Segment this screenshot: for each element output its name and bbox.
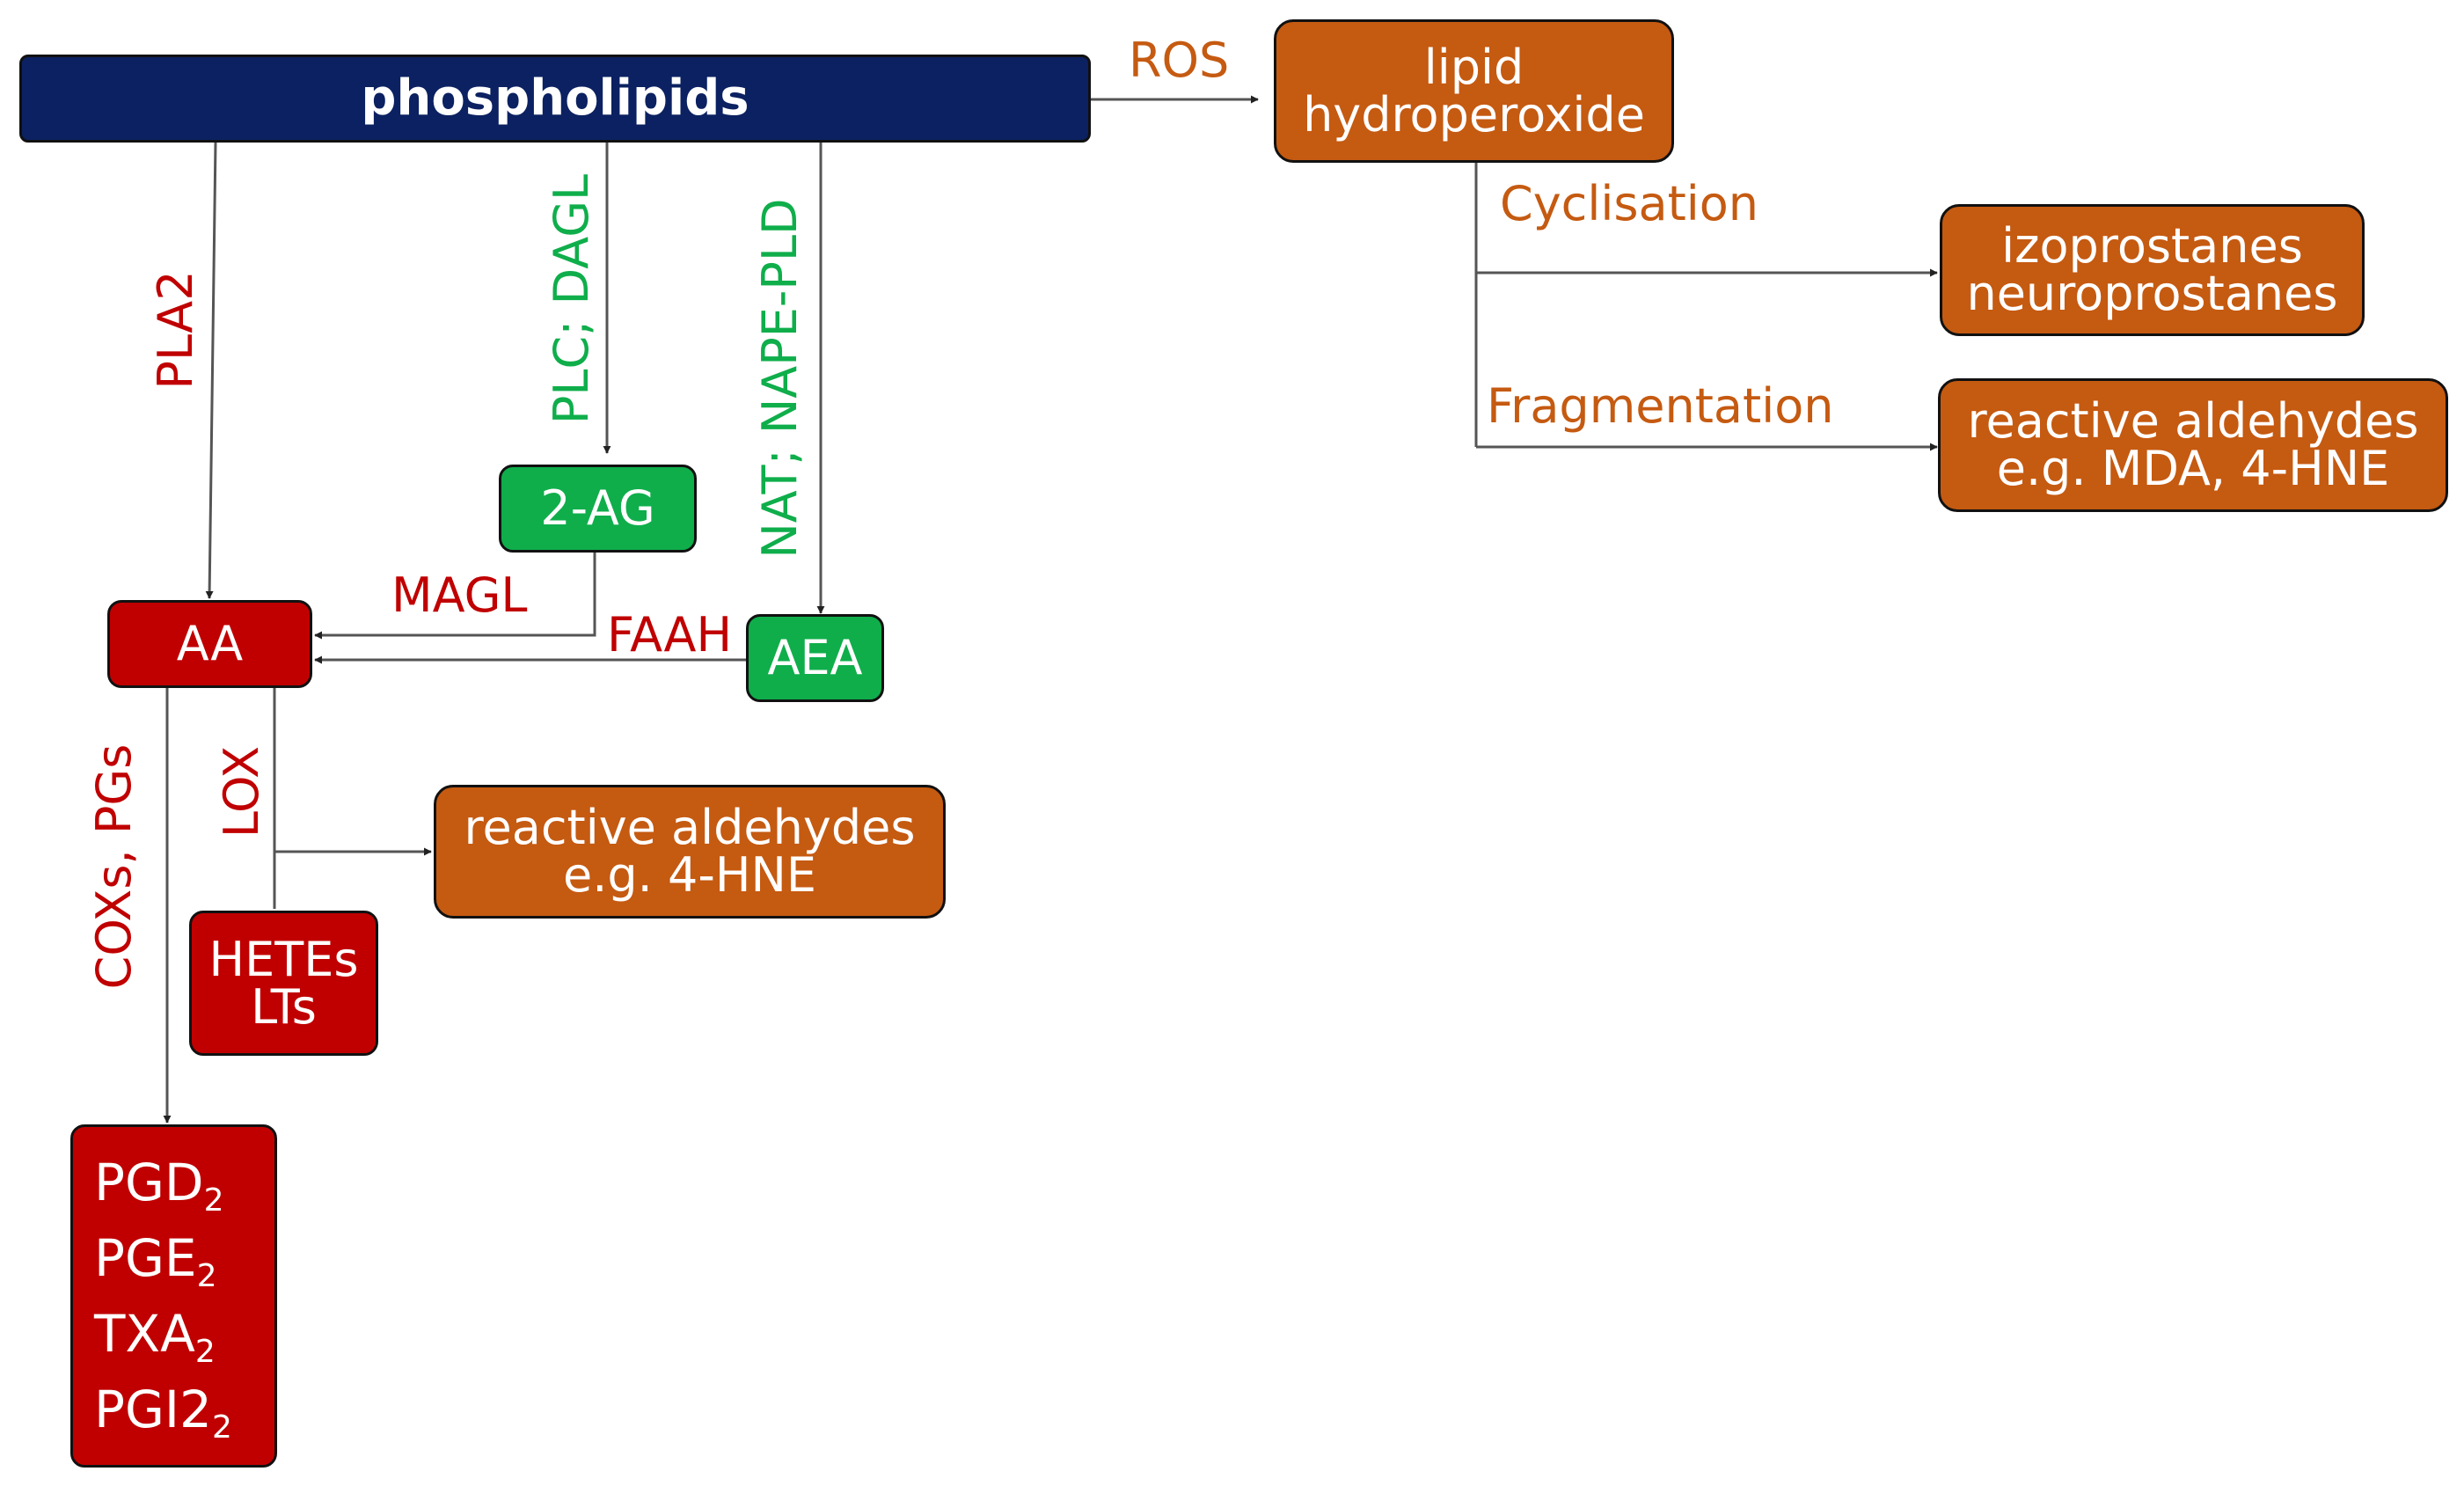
node-lipid-hydroperoxide: lipid hydroperoxide [1274, 19, 1674, 163]
label-ros: ROS [1129, 33, 1230, 88]
node-reactive-aldehydes-hne: reactive aldehydes e.g. 4-HNE [434, 785, 946, 919]
node-izoprostanes: izoprostanes neuroprostanes [1940, 204, 2365, 336]
label-magl: MAGL [391, 567, 528, 623]
prostanoid-pge2-sub: 2 [196, 1258, 217, 1294]
node-reactive-aldehydes-mda-line1: reactive aldehydes [1967, 393, 2419, 449]
node-izoprostanes-line2: neuroprostanes [1966, 266, 2338, 321]
node-reactive-aldehydes-hne-line2: e.g. 4-HNE [563, 847, 816, 903]
prostanoid-pgd2-base: PGD [94, 1153, 204, 1212]
node-izoprostanes-line1: izoprostanes [2001, 218, 2303, 274]
prostanoid-txa2: TXA2 [94, 1308, 216, 1368]
prostanoid-pge2: PGE2 [94, 1233, 216, 1292]
node-lipid-hydroperoxide-line2: hydroperoxide [1303, 86, 1645, 143]
node-hetes-lts-line1: HETEs [208, 931, 359, 987]
node-aa-label: AA [176, 616, 244, 671]
label-cyclisation: Cyclisation [1500, 176, 1759, 231]
prostanoid-pge2-base: PGE [94, 1228, 197, 1288]
label-fragmentation: Fragmentation [1487, 378, 1834, 434]
node-2-ag: 2-AG [499, 465, 697, 553]
node-2-ag-label: 2-AG [540, 480, 655, 536]
node-aea: AEA [746, 614, 884, 702]
label-pla2: PLA2 [148, 270, 203, 390]
prostanoid-pgd2-sub: 2 [203, 1182, 224, 1219]
arrow-pla2 [205, 142, 217, 599]
label-coxs-pgs: COXs, PGs [86, 743, 142, 990]
node-aa: AA [107, 600, 312, 688]
node-hetes-lts: HETEs LTs [189, 911, 378, 1056]
prostanoid-pgi22-base: PGI2 [94, 1380, 212, 1439]
node-phospholipids: phospholipids [19, 55, 1091, 143]
prostanoid-pgd2: PGD2 [94, 1157, 224, 1217]
node-phospholipids-label: phospholipids [361, 70, 749, 127]
prostanoid-pgi22-sub: 2 [211, 1409, 232, 1446]
node-lipid-hydroperoxide-line1: lipid [1423, 39, 1524, 95]
label-faah: FAAH [607, 607, 733, 662]
label-nat-nape-pld: NAT; NAPE-PLD [752, 198, 808, 559]
node-reactive-aldehydes-mda-line2: e.g. MDA, 4-HNE [1996, 441, 2390, 496]
node-reactive-aldehydes-mda: reactive aldehydes e.g. MDA, 4-HNE [1938, 378, 2448, 512]
node-aea-label: AEA [767, 630, 863, 685]
label-lox: LOX [214, 745, 269, 838]
label-plc-dagl: PLC; DAGL [544, 173, 599, 425]
node-hetes-lts-line2: LTs [251, 978, 317, 1035]
arrow-magl [314, 553, 596, 640]
prostanoid-txa2-sub: 2 [194, 1334, 216, 1370]
prostanoid-pgi22: PGI22 [94, 1384, 232, 1444]
node-reactive-aldehydes-hne-line1: reactive aldehydes [464, 800, 916, 855]
node-prostanoids: PGD2 PGE2 TXA2 PGI22 [70, 1124, 277, 1468]
prostanoid-txa2-base: TXA [94, 1304, 195, 1364]
